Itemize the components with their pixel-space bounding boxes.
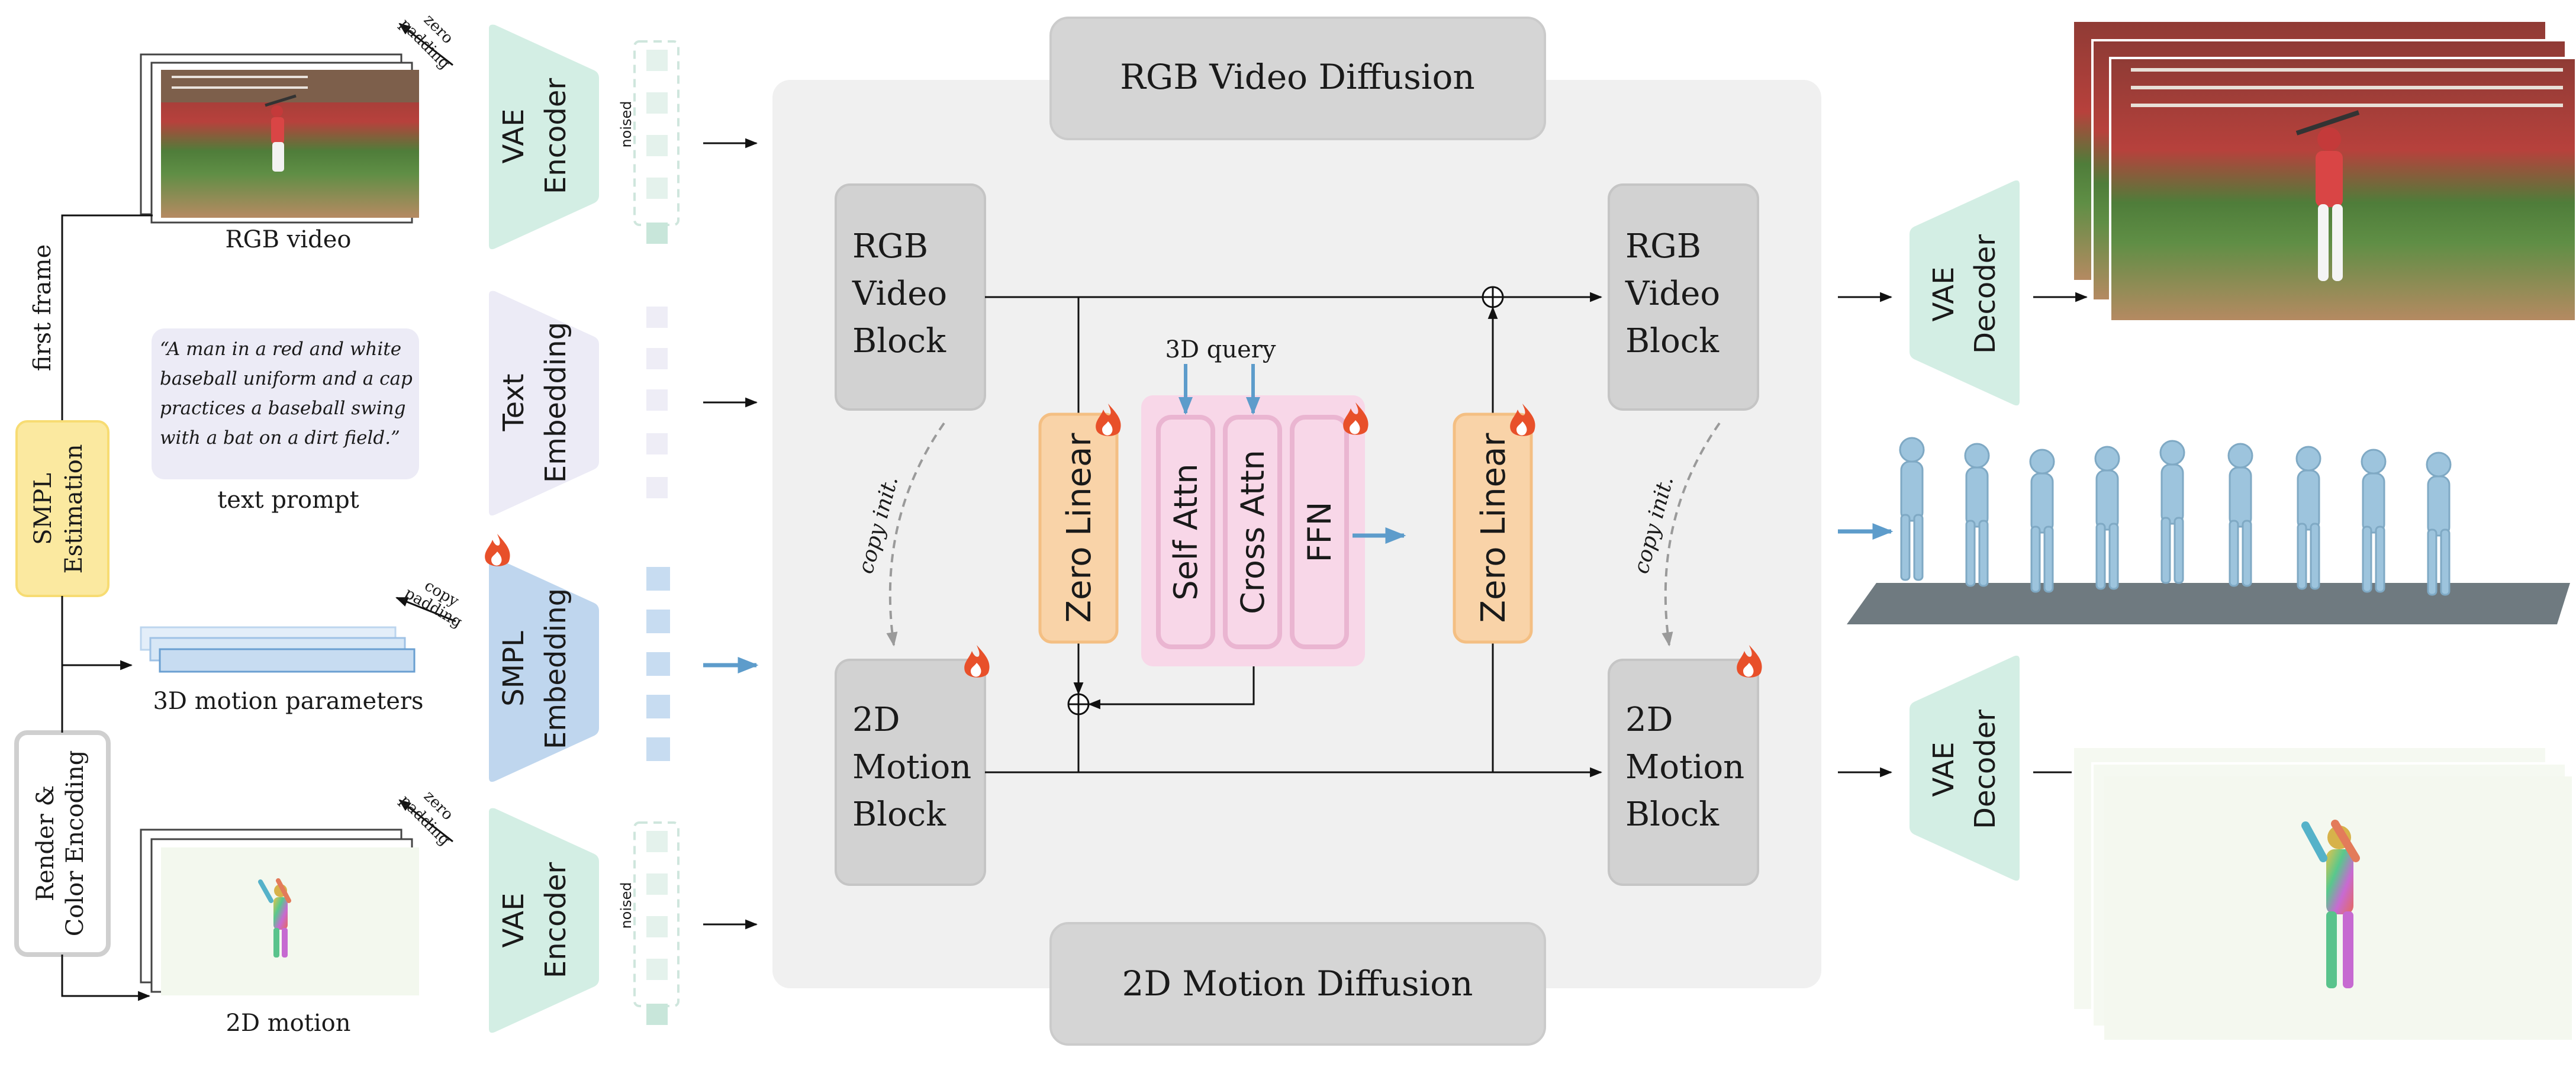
svg-text:Estimation: Estimation [60,444,88,573]
svg-text:2D Motion Diffusion: 2D Motion Diffusion [1122,963,1473,1004]
batter-figure [265,94,297,172]
motion-diffusion: 2D Motion Diffusion [1049,922,1546,1046]
motion-block-left: 2D Motion Block [835,659,986,886]
first-frame-label: first frame [29,244,56,372]
batter-figure-large [2295,110,2360,281]
rgb-video-diffusion: RGB Video Diffusion [1049,17,1546,140]
svg-text:Zero Linear: Zero Linear [1474,433,1513,623]
render-to-2d-connector [61,955,151,1001]
svg-text:Block: Block [1625,795,1720,834]
render-color-encoding-box: Render & Color Encoding [14,730,111,957]
copy-padding: copy padding [395,577,465,631]
vae-encoder-top: VAE Encoder [489,24,599,250]
add-node-bottom [1067,693,1090,715]
svg-text:“A man in a red and white: “A man in a red and white [160,339,401,360]
svg-text:with a bat on a dirt field.”: with a bat on a dirt field.” [160,427,400,449]
vae-decoder-top: VAE Decoder [1910,180,2020,406]
svg-text:RGB Video Diffusion: RGB Video Diffusion [1120,57,1474,97]
motion-params-connector [61,596,133,670]
motion-2d-caption: 2D motion [226,1010,351,1037]
svg-text:Video: Video [1625,275,1720,313]
cross-attn-label: Cross Attn [1234,450,1271,614]
zero-linear-left: Zero Linear [1038,412,1119,644]
svg-text:Decoder: Decoder [1969,234,2002,354]
rainbow-figure-large [2301,820,2360,988]
motion-2d-thumbnail [140,829,419,995]
svg-text:Embedding: Embedding [539,322,572,483]
rgb-video-caption: RGB video [226,226,352,253]
svg-text:2D: 2D [852,701,900,739]
svg-text:SMPL: SMPL [30,473,57,545]
attention-group: Self Attn Cross Attn FFN [1141,395,1365,666]
svg-text:noised: noised [618,882,635,929]
add-node-top [1482,286,1504,308]
svg-text:Motion: Motion [1625,748,1744,786]
svg-text:practices a baseball swing: practices a baseball swing [160,398,405,419]
text-tokens [646,307,668,498]
svg-text:baseball uniform and a cap: baseball uniform and a cap [160,368,413,389]
output-rgb-video [2072,20,2576,323]
svg-text:Video: Video [852,275,947,313]
svg-text:Zero Linear: Zero Linear [1060,433,1099,623]
motion-parameters-stack [140,626,416,673]
svg-text:SMPL: SMPL [497,631,530,707]
svg-text:Block: Block [852,322,946,360]
motion-params-caption: 3D motion parameters [153,688,423,715]
mesh-sequence-3d [1847,437,2570,624]
zero-linear-right: Zero Linear [1453,412,1533,644]
motion-block-right: 2D Motion Block [1608,659,1759,886]
text-prompt-box: “A man in a red and white baseball unifo… [152,328,419,479]
svg-text:Block: Block [852,795,946,834]
svg-text:Encoder: Encoder [539,862,572,979]
noised-tokens-top: noised [618,40,680,244]
rgb-video-block-right: RGB Video Block [1608,183,1759,411]
svg-text:Render &: Render & [32,785,59,901]
svg-text:VAE: VAE [1927,267,1960,322]
flame-icon [485,534,510,566]
svg-text:noised: noised [618,101,635,147]
self-attn-label: Self Attn [1167,463,1205,600]
svg-text:VAE: VAE [497,893,530,948]
vae-encoder-bottom: VAE Encoder [489,808,599,1033]
smpl-embedding: SMPL Embedding [489,557,599,782]
ffn-label: FFN [1301,502,1338,563]
svg-text:Block: Block [1625,322,1720,360]
text-embedding: Text Embedding [489,291,599,516]
svg-text:VAE: VAE [1927,742,1960,797]
svg-text:Decoder: Decoder [1969,710,2002,829]
svg-text:Encoder: Encoder [539,78,572,195]
svg-text:Motion: Motion [852,748,971,786]
smpl-estimation-box: SMPL Estimation [15,420,110,597]
output-motion-2d [2072,746,2572,1040]
query-3d-label: 3D query [1165,336,1276,363]
first-frame-connector [61,214,153,421]
noised-tokens-bottom: noised [618,821,680,1025]
svg-text:Embedding: Embedding [539,588,572,749]
svg-text:Color Encoding: Color Encoding [62,750,89,937]
svg-text:VAE: VAE [497,109,530,164]
text-prompt-caption: text prompt [217,486,359,514]
svg-text:RGB: RGB [852,227,928,266]
svg-text:2D: 2D [1625,701,1673,739]
rgb-video-thumbnail [140,53,419,224]
smpl-tokens [646,567,670,761]
rgb-video-block-left: RGB Video Block [835,183,986,411]
vae-decoder-bottom: VAE Decoder [1910,655,2020,881]
rainbow-figure-small [258,878,291,958]
svg-text:RGB: RGB [1625,227,1701,266]
svg-text:Text: Text [497,373,530,431]
attn-to-add [1087,662,1255,710]
